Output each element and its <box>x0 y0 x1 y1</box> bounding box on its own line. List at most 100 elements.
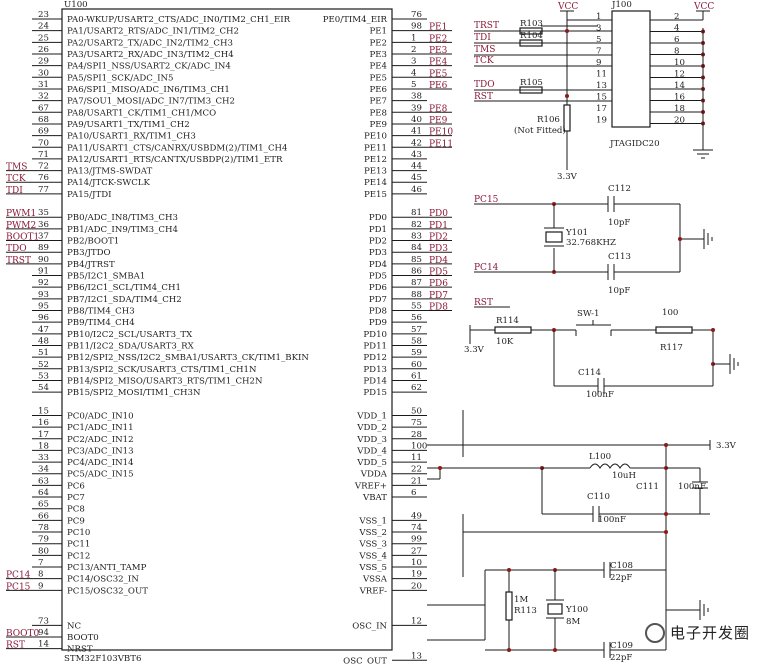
mcu-right-pin-number: 22 <box>411 465 422 475</box>
r106-note: (Not Fitted) <box>514 125 566 136</box>
mcu-right-net-label: PE6 <box>429 81 448 91</box>
mcu-right-pin-name: VDD_5 <box>356 458 387 468</box>
mcu-left-pin-name: PC2/ADC_IN12 <box>67 435 134 445</box>
r103-label: R103 <box>520 19 543 29</box>
jtag-section: J100 JTAGIDC20 VCC VCC 13579111315171924… <box>474 0 714 182</box>
mcu-right-pin-name: VREF- <box>359 586 388 596</box>
mcu-left-pin-number: 90 <box>38 255 49 265</box>
y101-freq: 32.768KHZ <box>566 238 616 248</box>
mcu-right-pin-number: 39 <box>411 103 422 113</box>
mcu-right-pin-name: VSS_1 <box>358 516 387 526</box>
mcu-left-pin-name: PA1/USART2_RTS/ADC_IN1/TIM2_CH2 <box>67 27 239 37</box>
mcu-right-pin-name: VDDA <box>360 470 388 480</box>
c111-value: 100nF <box>678 482 706 492</box>
mcu-left-pin-name: PB0/ADC_IN8/TIM3_CH3 <box>67 213 178 223</box>
mcu-left-pin-number: 53 <box>38 371 49 381</box>
mcu-left-net-label: TCK <box>6 174 26 184</box>
reset-net-rst: RST <box>474 298 493 308</box>
mcu-left-pin-name: PB14/SPI2_MISO/USART3_RTS/TIM1_CH2N <box>67 376 263 386</box>
mcu-right-pin-number: 86 <box>411 267 422 277</box>
mcu-left-pin-number: 34 <box>38 465 49 475</box>
mcu-left-pin-name: PB7/I2C1_SDA/TIM4_CH2 <box>67 295 182 305</box>
mcu-right-pin-name: VDD_3 <box>356 435 387 445</box>
mcu-left-pin-name: PB6/I2C1_SCL/TIM4_CH1 <box>67 283 181 293</box>
mcu-right-pin-name: PD10 <box>363 330 387 340</box>
mcu-left-pin-name: PB13/SPI2_SCK/USART3_CTS/TIM1_CH1N <box>67 365 257 375</box>
jtag-pin-odd: 11 <box>596 70 607 80</box>
mcu-left-pin-number: 72 <box>38 162 49 172</box>
mcu-right-pin-number: 20 <box>411 581 422 591</box>
jtag-pin-odd: 17 <box>596 104 607 114</box>
mcu-left-pin-number: 91 <box>38 267 49 277</box>
mcu-right-pin-name: OSC_IN <box>352 621 387 631</box>
mcu-left-pin-number: 54 <box>38 383 49 393</box>
mcu-left-net-label: PWM2 <box>6 221 36 231</box>
mcu-left-pin-number: 70 <box>38 138 49 148</box>
c114-value: 100nF <box>586 390 614 400</box>
rtc-net-pc15: PC15 <box>474 195 499 205</box>
mcu-right-pin-name: PD13 <box>363 365 387 375</box>
mcu-left-pin-name: PB8/TIM4_CH3 <box>67 307 135 317</box>
jtag-pin-even: 16 <box>674 93 685 103</box>
mcu-left-pin-name: PB4/JTRST <box>67 260 115 270</box>
mcu-right-pin-name: PE11 <box>364 143 387 153</box>
jtag-pin-even: 12 <box>674 70 685 80</box>
mcu-left-pin-number: 95 <box>38 302 49 312</box>
mcu-right-pin-number: 49 <box>411 511 422 521</box>
mcu-right-pin-name: OSC_OUT <box>343 656 387 665</box>
mcu-left-pin-name: PC11 <box>67 540 90 550</box>
watermark: 电子开发圈 <box>644 622 750 643</box>
mcu-right-pin-name: PD14 <box>363 376 387 386</box>
mcu-left-pin-name: PB1/ADC_IN9/TIM3_CH4 <box>67 225 178 235</box>
mcu-right-net-label: PE10 <box>429 128 453 138</box>
mcu-right-pin-name: PD5 <box>369 272 387 282</box>
mcu-right-pin-number: 84 <box>411 243 422 253</box>
mcu-right-pin-name: PD11 <box>363 341 387 351</box>
mcu-left-pin-name: PC3/ADC_IN13 <box>67 446 134 456</box>
mcu-right-pin-number: 50 <box>411 406 422 416</box>
mcu-left-pin-name: PA2/USART2_TX/ADC_IN2/TIM2_CH3 <box>67 38 233 48</box>
jtag-vcc-left: VCC <box>557 2 578 12</box>
c112-label: C112 <box>608 184 631 194</box>
power-supply-label: 3.3V <box>716 441 737 451</box>
mcu-right-pin-number: 83 <box>411 232 422 242</box>
mcu-left-pin-number: 64 <box>38 488 49 498</box>
mcu-left-pin-name: PB12/SPI2_NSS/I2C2_SMBA1/USART3_CK/TIM1_… <box>67 353 309 363</box>
c110-value: 100nF <box>598 515 626 525</box>
mcu-right-net-label: PD4 <box>429 256 448 266</box>
mcu-left-net-label: PC14 <box>6 571 31 581</box>
jtag-pin-odd: 13 <box>596 81 607 91</box>
mcu-right-pin-number: 43 <box>411 150 422 160</box>
mcu-left-pin-number: 78 <box>38 523 49 533</box>
mcu-right-pin-name: PE7 <box>369 97 387 107</box>
jtag-supply: 3.3V <box>557 172 578 182</box>
mcu-left-pin-number: 92 <box>38 278 49 288</box>
c112-value: 10pF <box>608 218 630 228</box>
mcu-left-pin-name: PA5/SPI1_SCK/ADC_IN5 <box>67 73 174 83</box>
mcu-right-net-label: PE5 <box>429 69 448 79</box>
mcu-right-pin-name: PD4 <box>369 260 388 270</box>
mcu-left-pin-number: 73 <box>38 616 49 626</box>
mcu-right-net-label: PD8 <box>429 303 448 313</box>
mcu-right-pin-name: PD8 <box>369 307 387 317</box>
mcu-right-pin-number: 2 <box>411 45 416 55</box>
y100-label: Y100 <box>565 605 588 615</box>
jtag-pin-odd: 1 <box>596 12 601 22</box>
mcu-left-pin-number: 66 <box>38 511 49 521</box>
mcu-left-pin-number: 9 <box>38 581 43 591</box>
mcu-right-pin-number: 61 <box>411 371 422 381</box>
mcu-right-net-label: PD0 <box>429 209 448 219</box>
mcu-right-pin-name: PD3 <box>369 248 387 258</box>
mcu-left-pin-name: PC12 <box>67 551 90 561</box>
mcu-right-pin-number: 82 <box>411 220 422 230</box>
mcu-left-net-label: PWM1 <box>6 209 36 219</box>
mcu-part: STM32F103VBT6 <box>64 654 141 664</box>
mcu-right-net-label: PD2 <box>429 233 448 243</box>
mcu-left-pin-number: 30 <box>38 68 49 78</box>
jtag-pin-even: 14 <box>674 81 685 91</box>
jtag-pin-odd: 15 <box>596 93 607 103</box>
mcu-right-pin-name: PE6 <box>369 85 387 95</box>
mcu-left-pin-name: PA0-WKUP/USART2_CTS/ADC_IN0/TIM2_CH1_EIR <box>67 15 291 25</box>
r117-label: R117 <box>660 343 683 353</box>
